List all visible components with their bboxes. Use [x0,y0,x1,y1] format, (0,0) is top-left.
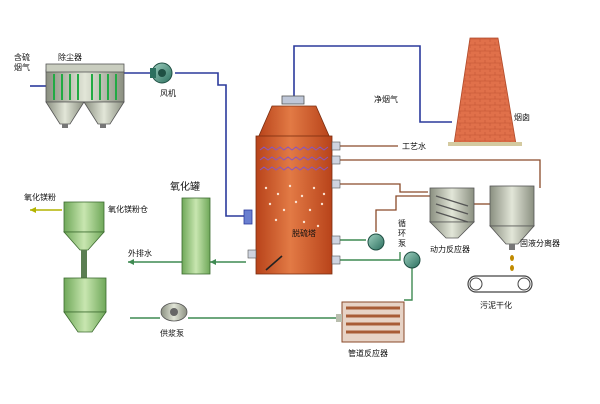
slurry-pump [160,302,188,322]
desulfurization-tower [247,95,341,275]
sludge-drying-belt [467,275,533,293]
label-clean-flue-gas: 净烟气 [374,94,398,104]
flue-gas-lines [30,45,452,217]
label-process-water: 工艺水 [402,141,426,151]
label-sludge-drying: 污泥干化 [480,300,512,310]
label-flue-gas-in-1: 含硫 [14,52,30,62]
label-dust-collector: 除尘器 [58,52,82,62]
solid-liquid-separator [489,185,535,271]
label-pipe-reactor: 管道反应器 [348,348,388,358]
label-mgo-silo: 氧化镁粉仓 [108,204,148,214]
slurry-lines [340,145,541,232]
label-circulation-pump-3: 泵 [398,239,406,248]
label-circulation-pump-2: 环 [398,229,406,238]
label-circulation-pump-1: 循 [398,218,406,228]
label-oxidation-tank: 氧化罐 [170,180,200,193]
tower-gas-inlet-flange [243,209,253,225]
label-desulfurization-tower: 脱硫塔 [292,228,316,238]
label-dynamic-reactor: 动力反应器 [430,244,470,254]
pipe-reactor [336,301,405,343]
circulation-pump [367,233,421,269]
label-mgo-powder: 氧化镁粉 [24,192,56,202]
oxidation-tank [181,197,211,275]
fan [150,62,173,84]
flow-arrows [30,207,216,265]
mgo-silo [63,201,107,333]
dust-collector [45,63,125,128]
chimney [448,37,522,146]
dynamic-reactor [429,187,475,239]
label-fan: 风机 [160,88,176,98]
label-external-drain: 外排水 [128,248,152,258]
label-flue-gas-in-2: 烟气 [14,62,30,72]
label-solid-liquid-separator: 固液分离器 [520,238,560,248]
label-chimney: 烟囱 [514,112,530,122]
label-slurry-pump: 供浆泵 [160,328,184,338]
